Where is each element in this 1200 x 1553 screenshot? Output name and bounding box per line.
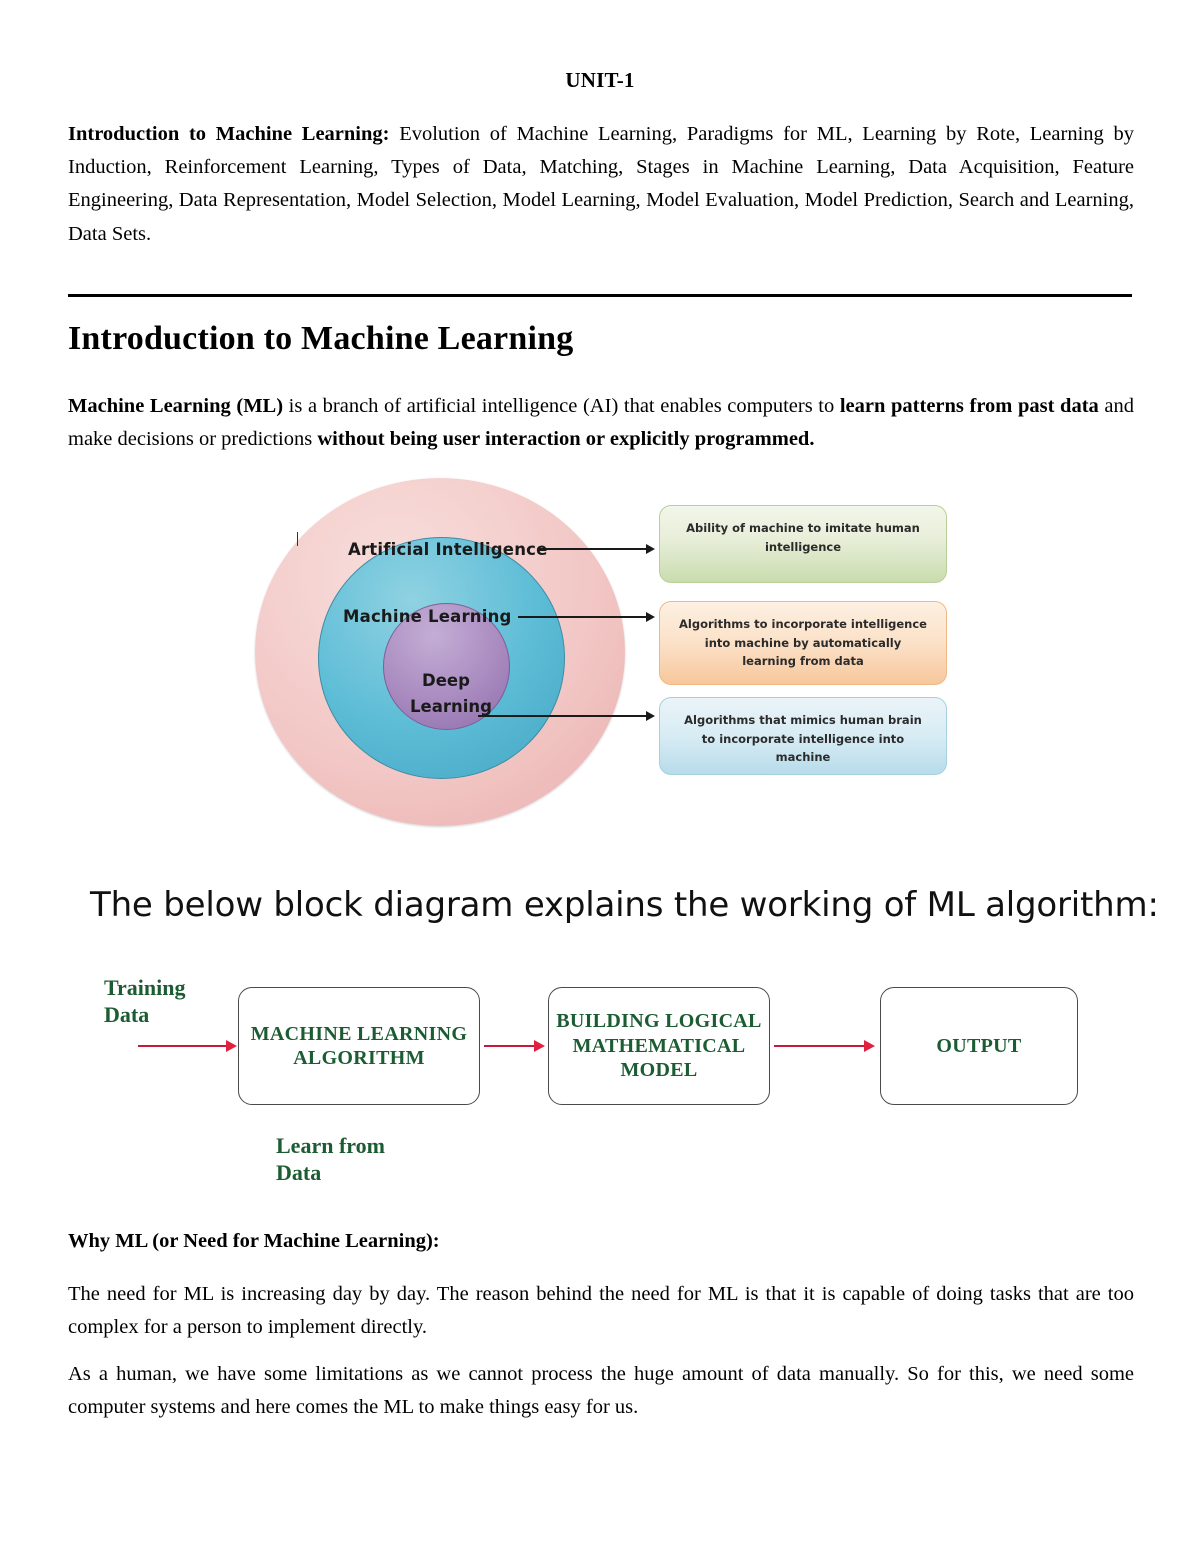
callout-ml: Algorithms to incorporate intelligence i…: [659, 601, 947, 685]
block-machine-learning-algorithm: MACHINE LEARNING ALGORITHM: [238, 987, 480, 1105]
intro-text-2: and make decisions or predictions: [68, 395, 1134, 451]
why-ml-paragraph-1: The need for ML is increasing day by day…: [68, 1283, 1134, 1339]
unit-title: UNIT-1: [565, 68, 635, 92]
leader-line-ml: [518, 616, 648, 618]
arrow-head-1-icon: [226, 1040, 237, 1052]
callout-dl: Algorithms that mimics human brain to in…: [659, 697, 947, 775]
arrow-head-dl-icon: [646, 711, 655, 721]
arrow-model-to-output: [774, 1045, 872, 1047]
arrow-head-ml-icon: [646, 612, 655, 622]
training-data-label: Training Data: [104, 975, 186, 1027]
block-diagram-heading: The below block diagram explains the wor…: [90, 885, 1159, 925]
leader-line-ai: [538, 548, 648, 550]
arrow-training-to-algorithm: [138, 1045, 234, 1047]
intro-paragraph: Machine Learning (ML) is a branch of art…: [68, 390, 1134, 456]
horizontal-divider: [68, 294, 1132, 297]
arrow-algorithm-to-model: [484, 1045, 540, 1047]
ai-ml-dl-diagram: Artificial Intelligence Machine Learning…: [240, 470, 960, 835]
arrow-head-ai-icon: [646, 544, 655, 554]
why-ml-heading: Why ML (or Need for Machine Learning):: [68, 1230, 440, 1252]
syllabus-paragraph: Introduction to Machine Learning: Evolut…: [68, 118, 1134, 251]
learn-from-data-label: Learn from Data: [276, 1133, 385, 1185]
artificial-intelligence-label: Artificial Intelligence: [348, 540, 548, 559]
why-ml-paragraph-2: As a human, we have some limitations as …: [68, 1363, 1134, 1419]
block-building-logical-model: BUILDING LOGICAL MATHEMATICAL MODEL: [548, 987, 770, 1105]
page-title: Introduction to Machine Learning: [68, 320, 574, 357]
syllabus-body: Evolution of Machine Learning, Paradigms…: [68, 123, 1134, 245]
intro-bold-1: Machine Learning (ML): [68, 395, 284, 417]
callout-ai: Ability of machine to imitate human inte…: [659, 505, 947, 583]
tick-mark-icon: [297, 532, 298, 546]
deep-learning-circle: [383, 603, 510, 730]
machine-learning-label: Machine Learning: [343, 607, 512, 626]
arrow-head-2-icon: [534, 1040, 545, 1052]
arrow-head-3-icon: [864, 1040, 875, 1052]
intro-text-1: is a branch of artificial intelligence (…: [283, 395, 840, 417]
intro-bold-2: learn patterns from past data: [839, 395, 1099, 417]
block-output: OUTPUT: [880, 987, 1078, 1105]
leader-line-dl: [478, 715, 648, 717]
intro-bold-3: without being user interaction or explic…: [317, 428, 815, 451]
deep-learning-label: Deep Learning: [410, 671, 492, 717]
ml-workflow-block-diagram: Training Data MACHINE LEARNING ALGORITHM…: [90, 965, 1100, 1200]
syllabus-heading: Introduction to Machine Learning:: [68, 123, 390, 145]
